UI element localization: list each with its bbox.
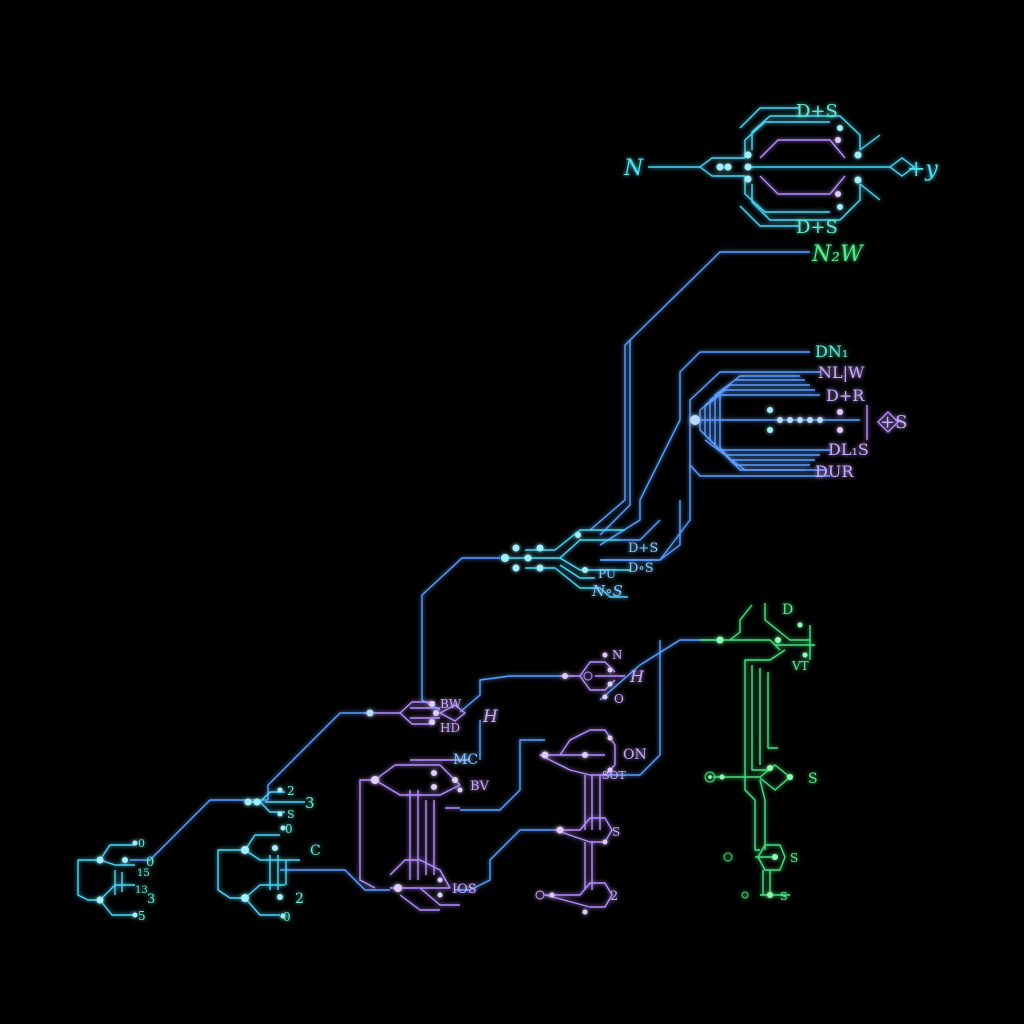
- label-purple-sot: SOT: [602, 769, 627, 782]
- label-purple-2: 2: [610, 889, 618, 904]
- blue-cluster-block: [501, 500, 681, 598]
- label-blue-0: D+S: [628, 541, 658, 556]
- label-green-s3: S: [780, 890, 788, 903]
- green-block: [700, 603, 815, 899]
- label-blue-1: PU: [598, 567, 616, 581]
- label-green-d: D: [782, 602, 793, 618]
- label-green-s2: S: [790, 851, 798, 865]
- label-purple-hd: HD: [440, 721, 460, 735]
- top-circuit-block: [648, 107, 916, 227]
- label-top-lower: D+S: [796, 217, 838, 238]
- label-purple-ios: IOS: [452, 882, 477, 897]
- label-green-vt: VT: [791, 659, 809, 673]
- label-cyan-3: 0: [285, 822, 293, 836]
- label-output-y: +y: [907, 157, 938, 182]
- label-purple-h1: H: [482, 707, 499, 727]
- label-green-s1: S: [808, 771, 818, 787]
- label-cyan-2: S: [287, 808, 295, 821]
- label-cyan-6: 0: [283, 910, 291, 924]
- label-mid-0: DN₁: [815, 342, 848, 361]
- label-cyan-1: 3: [305, 794, 315, 812]
- label-purple-o: O: [614, 692, 624, 706]
- label-mid-4: DUR: [815, 462, 854, 481]
- label-purple-on: ON: [623, 747, 647, 763]
- label-cyan-12: 5: [138, 909, 146, 923]
- label-blue-3: N∘S: [591, 582, 623, 600]
- label-cyan-7: 0: [138, 837, 145, 850]
- label-mid-3: DL₁S: [828, 440, 869, 459]
- label-purple-mc: MC: [453, 752, 478, 768]
- label-cyan-5: 2: [295, 891, 304, 907]
- mid-circuit-block: [599, 351, 899, 561]
- label-blue-2: D∘S: [628, 561, 654, 576]
- label-purple-bw: BW: [440, 697, 462, 711]
- label-mid-1: NL|W: [818, 363, 865, 382]
- label-purple-s: S: [612, 825, 620, 839]
- label-cyan-11: 3: [147, 892, 155, 907]
- label-input-n: N: [623, 156, 644, 181]
- label-cyan-9: 15: [137, 868, 150, 879]
- label-cyan-10: 13: [135, 885, 148, 896]
- branch-wire: [589, 251, 810, 536]
- purple-blocks: [359, 652, 625, 915]
- label-top-upper: D+S: [796, 101, 838, 122]
- label-cyan-0: 2: [287, 784, 295, 798]
- label-branch: N₂W: [811, 242, 865, 267]
- label-purple-bv: BV: [470, 779, 490, 794]
- link-wire: [130, 557, 500, 861]
- label-mid-output: +S: [880, 412, 907, 433]
- label-purple-n: N: [612, 648, 623, 662]
- label-cyan-4: C: [310, 843, 321, 859]
- label-purple-h2: H: [629, 667, 645, 686]
- label-cyan-8: 0: [146, 855, 154, 870]
- label-mid-2: D+R: [826, 386, 865, 405]
- cyan-blocks: [77, 787, 305, 919]
